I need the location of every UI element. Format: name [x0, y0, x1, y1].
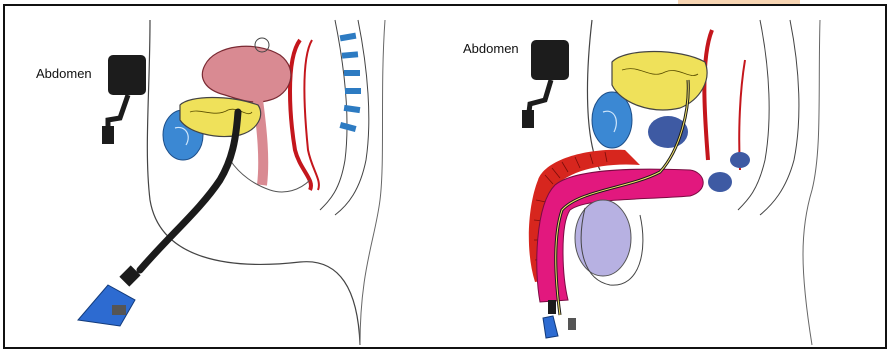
back-contour-right	[803, 20, 820, 345]
rectum-red-left-2	[304, 40, 319, 190]
spine-right	[738, 20, 799, 215]
probe-connector-left	[112, 305, 126, 315]
back-contour-left	[360, 20, 385, 345]
body-contour-right	[587, 20, 600, 170]
rectum-red-right	[704, 30, 712, 160]
probe-handle-left	[78, 285, 135, 326]
seminal-vesicle-right	[730, 152, 750, 168]
abdomen-device-left	[108, 55, 146, 95]
uterus	[202, 46, 291, 102]
vertebrae-blue-left	[339, 33, 361, 132]
female-pelvis-panel	[78, 20, 385, 345]
male-pelvis-panel	[522, 20, 820, 345]
testis	[575, 200, 631, 276]
abdomen-device-right	[531, 40, 569, 80]
catheter-handle-right	[543, 316, 558, 338]
spine-left	[320, 20, 369, 215]
seminal-vesicle-lower	[708, 172, 732, 192]
rectum-red-left	[290, 40, 311, 190]
